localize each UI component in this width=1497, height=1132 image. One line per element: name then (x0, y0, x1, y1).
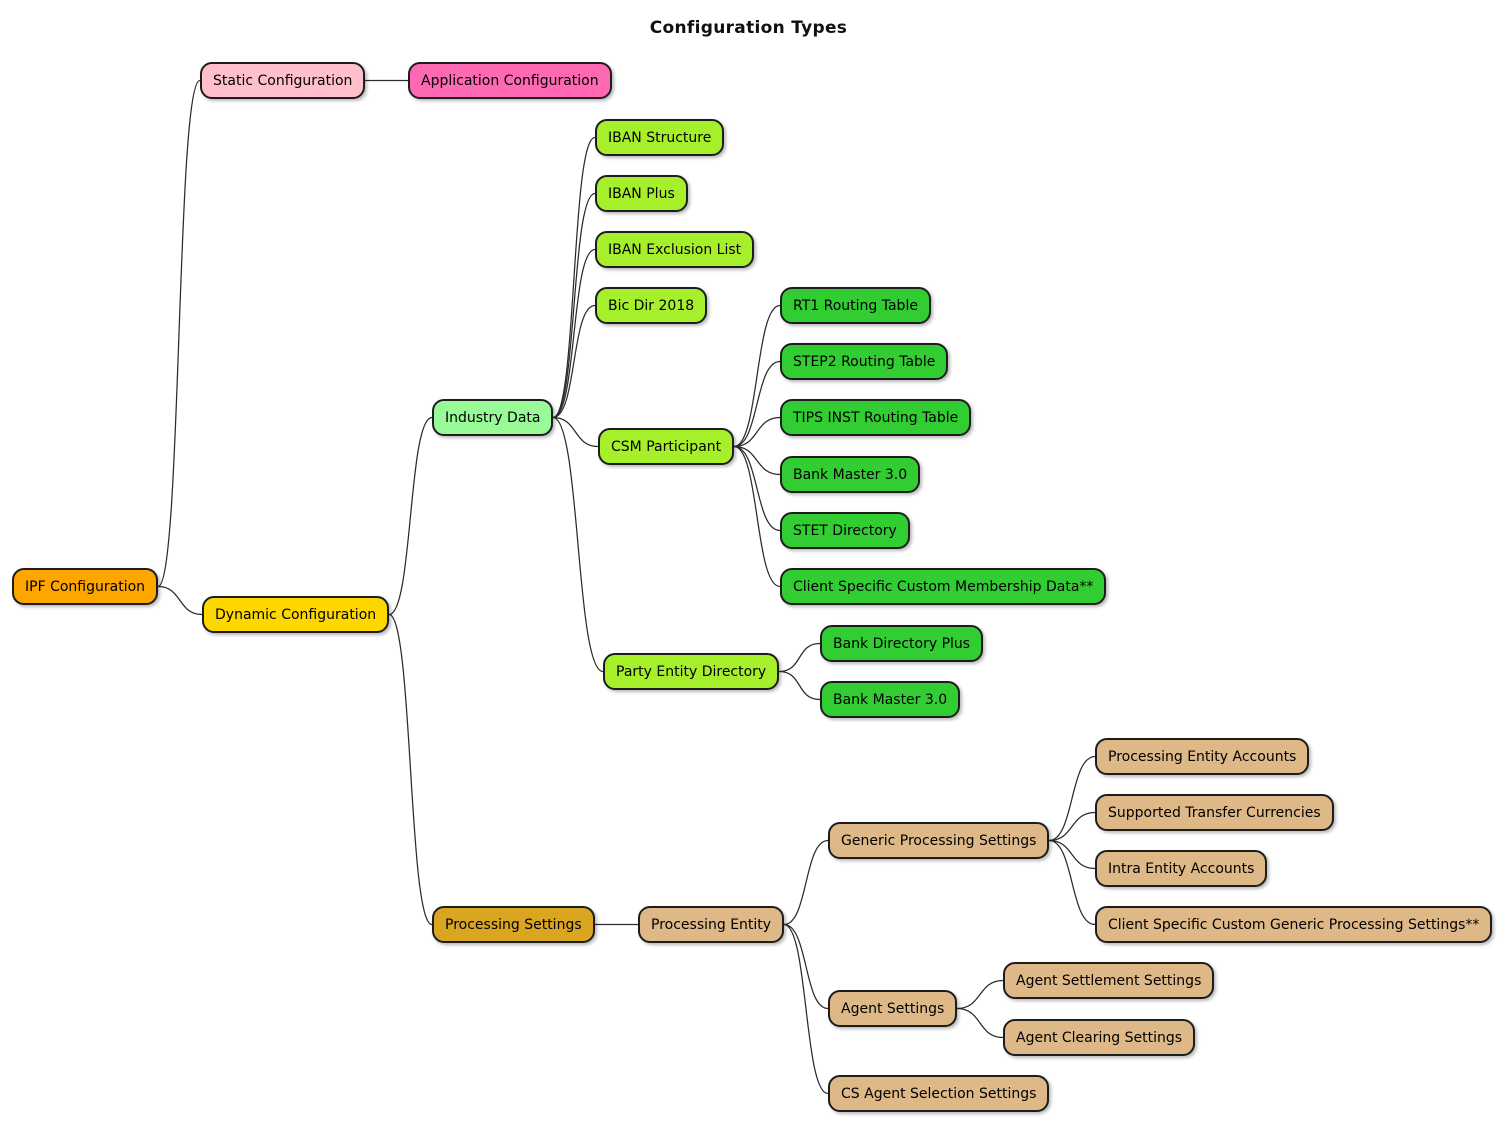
static-configuration-node: Static Configuration (200, 62, 366, 99)
edge-csm-participant-to-stet-directory (733, 445, 781, 532)
edge-party-entity-directory-to-bank-directory-plus (778, 642, 821, 673)
bank-directory-plus-node: Bank Directory Plus (820, 625, 984, 662)
edge-csm-participant-to-bank-master-30-csm (733, 445, 781, 476)
edge-ipf-configuration-to-dynamic-configuration (157, 585, 203, 616)
tips-inst-routing-table-node: TIPS INST Routing Table (780, 399, 972, 436)
stet-directory-node: STET Directory (780, 512, 910, 549)
edge-industry-data-to-bic-dir-2018 (552, 304, 596, 419)
edge-generic-processing-settings-to-intra-entity-accounts (1048, 839, 1096, 870)
agent-settings-node: Agent Settings (828, 990, 958, 1027)
supported-transfer-currencies-node: Supported Transfer Currencies (1095, 794, 1334, 831)
edge-agent-settings-to-agent-settlement-settings (956, 979, 1004, 1010)
generic-processing-settings-node: Generic Processing Settings (828, 822, 1050, 859)
edge-industry-data-to-iban-plus (552, 192, 596, 419)
application-configuration-node: Application Configuration (408, 62, 612, 99)
csm-participant-node: CSM Participant (598, 428, 735, 465)
rt1-routing-table-node: RT1 Routing Table (780, 287, 931, 324)
bic-dir-2018-node: Bic Dir 2018 (595, 287, 708, 324)
edge-dynamic-configuration-to-industry-data (388, 416, 433, 616)
client-specific-generic-node: Client Specific Custom Generic Processin… (1095, 906, 1493, 943)
edge-csm-participant-to-rt1-routing-table (733, 304, 781, 448)
processing-entity-accounts-node: Processing Entity Accounts (1095, 738, 1310, 775)
iban-exclusion-list-node: IBAN Exclusion List (595, 231, 755, 268)
iban-structure-node: IBAN Structure (595, 119, 725, 156)
edge-processing-entity-to-generic-processing-settings (783, 839, 829, 926)
agent-clearing-settings-node: Agent Clearing Settings (1003, 1019, 1196, 1056)
client-specific-membership-node: Client Specific Custom Membership Data** (780, 568, 1107, 605)
party-entity-directory-node: Party Entity Directory (603, 653, 780, 690)
bank-master-30-party-node: Bank Master 3.0 (820, 681, 961, 718)
edge-agent-settings-to-agent-clearing-settings (956, 1007, 1004, 1039)
diagram-title: Configuration Types (649, 18, 848, 38)
step2-routing-table-node: STEP2 Routing Table (780, 343, 949, 380)
edge-ipf-configuration-to-static-configuration (157, 79, 201, 588)
iban-plus-node: IBAN Plus (595, 175, 688, 212)
edge-csm-participant-to-tips-inst-routing-table (733, 416, 781, 448)
intra-entity-accounts-node: Intra Entity Accounts (1095, 850, 1268, 887)
edge-dynamic-configuration-to-processing-settings (388, 613, 433, 926)
edge-generic-processing-settings-to-client-specific-generic (1048, 839, 1096, 926)
edge-generic-processing-settings-to-processing-entity-accounts (1048, 755, 1096, 842)
edge-processing-entity-to-agent-settings (783, 923, 829, 1010)
industry-data-node: Industry Data (432, 399, 554, 436)
ipf-configuration-node: IPF Configuration (12, 568, 159, 605)
edge-generic-processing-settings-to-supported-transfer-currencies (1048, 811, 1096, 842)
agent-settlement-settings-node: Agent Settlement Settings (1003, 962, 1215, 999)
edge-csm-participant-to-step2-routing-table (733, 360, 781, 448)
processing-settings-node: Processing Settings (432, 906, 595, 943)
edge-csm-participant-to-client-specific-membership (733, 445, 781, 588)
edge-industry-data-to-iban-structure (552, 136, 596, 419)
bank-master-30-csm-node: Bank Master 3.0 (780, 456, 921, 493)
edge-processing-entity-to-cs-agent-selection-settings (783, 923, 829, 1095)
edge-party-entity-directory-to-bank-master-30-party (778, 670, 821, 701)
dynamic-configuration-node: Dynamic Configuration (202, 596, 390, 633)
processing-entity-node: Processing Entity (638, 906, 785, 943)
edge-industry-data-to-party-entity-directory (552, 416, 604, 673)
cs-agent-selection-settings-node: CS Agent Selection Settings (828, 1075, 1050, 1112)
edge-industry-data-to-csm-participant (552, 416, 599, 448)
edge-industry-data-to-iban-exclusion-list (552, 248, 596, 419)
